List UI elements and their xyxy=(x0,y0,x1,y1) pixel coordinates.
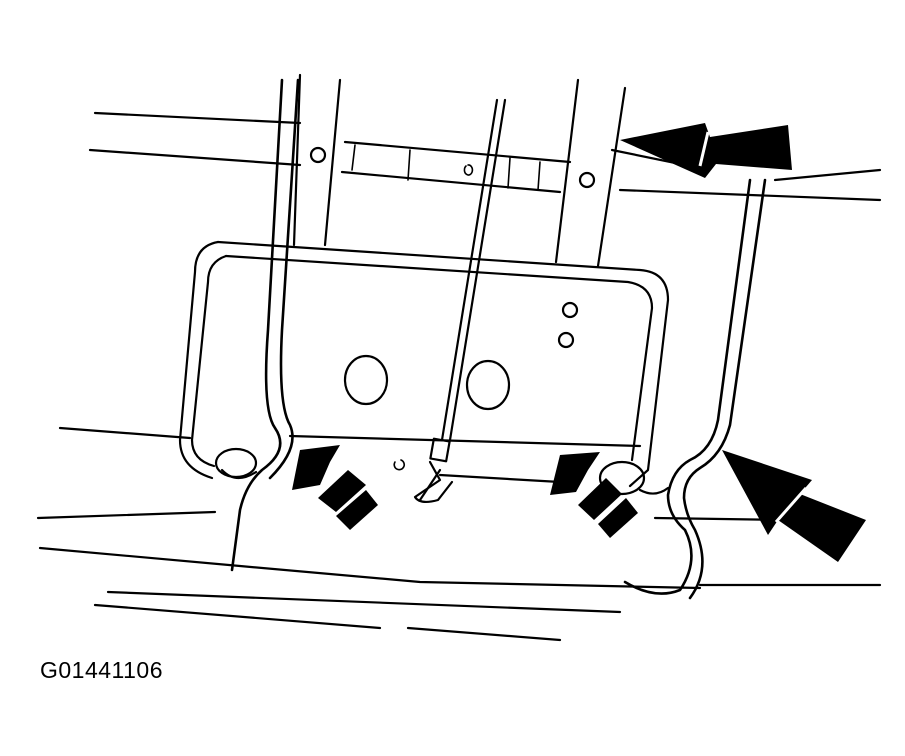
left-wire-inner xyxy=(268,78,300,480)
arrow-top-right xyxy=(620,123,792,178)
left-wire xyxy=(230,78,284,572)
frame-uprights xyxy=(292,73,627,268)
plate-nut-lower xyxy=(557,331,575,349)
right-wire xyxy=(623,178,752,595)
figure-id-label: G01441106 xyxy=(40,657,164,683)
plate-nut-upper xyxy=(561,301,579,319)
upright-hole-right xyxy=(578,171,596,189)
upright-hole-left xyxy=(309,146,327,164)
arrow-left-clip xyxy=(292,445,378,530)
arrow-right-clip xyxy=(550,452,638,538)
plate-hole-left xyxy=(343,354,389,406)
left-clip xyxy=(214,447,258,480)
arrow-right-wire xyxy=(722,450,866,562)
background-rails xyxy=(36,111,882,642)
plate-hole-right xyxy=(465,359,511,411)
mounting-plate xyxy=(178,240,670,502)
center-cable xyxy=(413,98,507,504)
right-wire-inner xyxy=(682,178,767,600)
cable-connector xyxy=(429,437,451,463)
cross-bar xyxy=(340,140,572,194)
